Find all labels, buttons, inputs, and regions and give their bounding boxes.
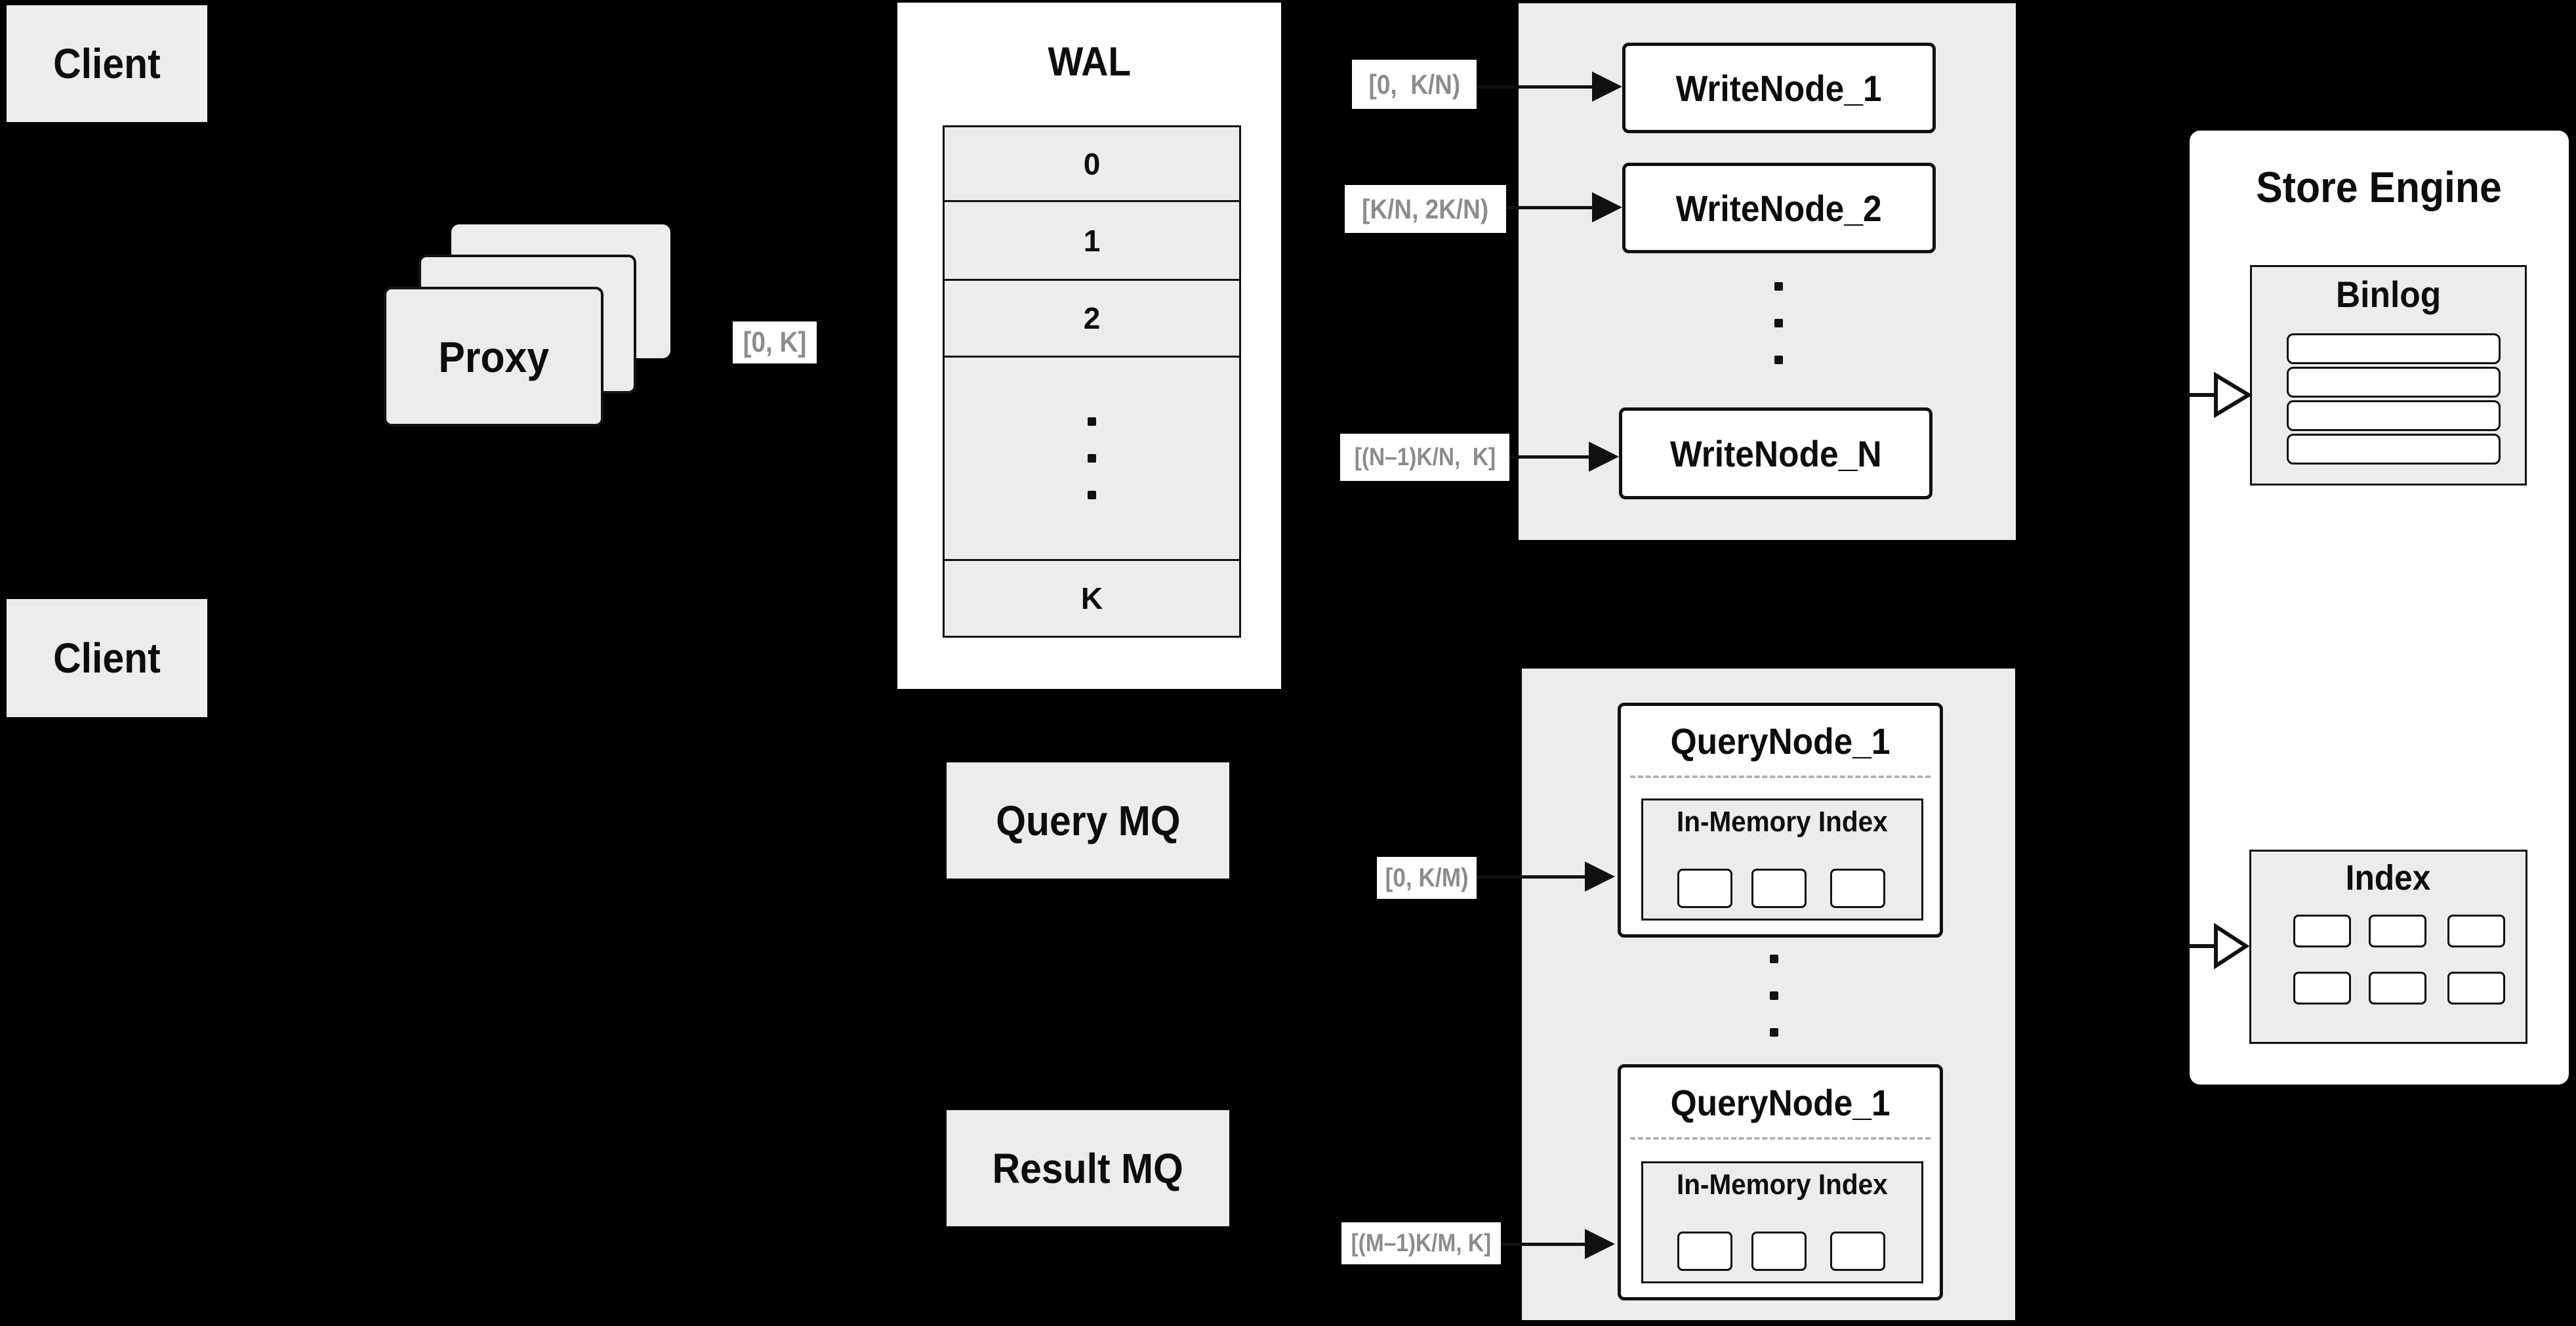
proxy-label: Proxy: [438, 332, 549, 381]
index-cell: [2369, 972, 2426, 1005]
in-memory-index-box: In-Memory Index: [1641, 1161, 1923, 1283]
client-label: Client: [53, 40, 161, 87]
segment-cell: [1830, 1232, 1885, 1271]
writenode-2-range-label: [K/N, 2K/N): [1345, 185, 1506, 233]
segment-cell: [1751, 1232, 1807, 1271]
writenode-n-range-label: [(N–1)K/N, K]: [1340, 434, 1509, 481]
in-memory-index-title-wrap: In-Memory Index: [1643, 1166, 1921, 1204]
binlog-title-wrap: Binlog: [2252, 272, 2525, 316]
binlog-slat: [2287, 400, 2501, 431]
wal-title: WAL: [1048, 39, 1131, 85]
proxy-box: Proxy: [384, 287, 603, 426]
dot-icon: [1770, 955, 1778, 963]
wal-row: 2: [945, 279, 1239, 356]
dot-icon: [1088, 491, 1096, 499]
arrow-to-querynode-2: [1501, 1243, 1588, 1246]
querynode-2-title: QueryNode_1: [1670, 1081, 1891, 1123]
binlog-slat: [2287, 333, 2501, 364]
arrow-to-index: [2187, 923, 2250, 969]
binlog-slat: [2287, 434, 2501, 465]
arrow-to-writenode-1: [1477, 85, 1595, 89]
dot-icon: [1774, 282, 1783, 291]
arrowhead-icon: [1592, 72, 1622, 102]
querynode-ellipsis-dots: [1770, 955, 1778, 1037]
querynode-title-wrap: QueryNode_1: [1621, 715, 1940, 766]
dot-icon: [1774, 319, 1783, 327]
wal-row: 0: [1083, 146, 1101, 181]
dot-icon: [1088, 417, 1096, 426]
dashed-separator: [1630, 776, 1931, 778]
arrowhead-icon: [1592, 192, 1622, 222]
dot-icon: [1770, 1028, 1778, 1037]
writenode-ellipsis-dots: [1774, 282, 1783, 364]
writenode-n-label: WriteNode_N: [1669, 432, 1882, 474]
index-cell: [2369, 915, 2426, 947]
wal-panel: WAL 0 1 2 K: [897, 3, 1281, 689]
writenode-n-box: WriteNode_N: [1619, 407, 1932, 499]
client-box-top: Client: [7, 5, 207, 122]
index-cell: [2293, 972, 2351, 1005]
querynode-panel: QueryNode_1 In-Memory Index QueryNode_1: [1522, 669, 2015, 1320]
index-title: Index: [2346, 858, 2431, 898]
writenode-2-box: WriteNode_2: [1622, 163, 1936, 253]
querynode-1-range-label: [0, K/M): [1377, 857, 1477, 899]
store-engine-title: Store Engine: [2256, 163, 2503, 211]
index-cell: [2447, 972, 2505, 1005]
query-mq-label: Query MQ: [995, 797, 1181, 844]
writenode-1-box: WriteNode_1: [1622, 43, 1936, 133]
index-box: Index: [2249, 850, 2527, 1044]
segment-cell: [1751, 869, 1807, 908]
querynode-1-title: QueryNode_1: [1670, 720, 1891, 762]
in-memory-index-title: In-Memory Index: [1677, 806, 1888, 838]
wal-table: 0 1 2 K: [943, 125, 1241, 638]
arrow-to-writenode-n: [1509, 455, 1591, 459]
in-memory-index-box: In-Memory Index: [1641, 798, 1923, 921]
in-memory-index-title-wrap: In-Memory Index: [1643, 803, 1921, 841]
writenode-2-label: WriteNode_2: [1676, 187, 1882, 229]
arrowhead-icon: [1585, 861, 1615, 892]
index-cell: [2293, 915, 2351, 947]
result-mq-label: Result MQ: [992, 1144, 1184, 1192]
arrow-to-querynode-1: [1477, 875, 1588, 879]
querynode-1-box: QueryNode_1 In-Memory Index: [1618, 703, 1943, 938]
segment-cell: [1677, 869, 1732, 908]
binlog-slat: [2287, 367, 2501, 398]
proxy-range-label: [0, K]: [733, 321, 817, 363]
store-engine-title-wrap: Store Engine: [2190, 158, 2569, 216]
wal-row: K: [945, 559, 1239, 635]
wal-row-ellipsis: [945, 356, 1239, 559]
arrow-to-writenode-2: [1506, 206, 1595, 209]
querynode-title-wrap: QueryNode_1: [1621, 1077, 1940, 1128]
querynode-2-box: QueryNode_1 In-Memory Index: [1618, 1064, 1943, 1300]
binlog-title: Binlog: [2335, 273, 2442, 315]
segment-cell: [1677, 1232, 1732, 1271]
querynode-2-range-label: [(M–1)K/M, K]: [1341, 1222, 1501, 1264]
writenode-1-range-label: [0, K/N): [1352, 60, 1477, 109]
store-engine-panel: Store Engine Binlog Index: [2190, 131, 2569, 1085]
index-cell: [2447, 915, 2505, 947]
query-mq-box: Query MQ: [947, 762, 1229, 879]
wal-title-wrap: WAL: [897, 35, 1281, 88]
index-title-wrap: Index: [2251, 857, 2525, 899]
wal-row: 1: [945, 200, 1239, 279]
arrowhead-icon: [1589, 442, 1619, 472]
wal-ellipsis-dots: [1088, 417, 1096, 499]
dot-icon: [1774, 356, 1783, 364]
arrow-to-binlog: [2187, 372, 2253, 418]
in-memory-index-title: In-Memory Index: [1677, 1169, 1888, 1201]
result-mq-box: Result MQ: [947, 1110, 1229, 1226]
client-label: Client: [53, 634, 161, 682]
writenode-panel: WriteNode_1 WriteNode_2 WriteNode_N: [1519, 3, 2016, 540]
writenode-1-label: WriteNode_1: [1676, 67, 1882, 109]
dashed-separator: [1630, 1137, 1931, 1140]
arrowhead-icon: [1585, 1229, 1615, 1259]
binlog-box: Binlog: [2250, 265, 2527, 486]
segment-cell: [1830, 869, 1885, 908]
client-box-bottom: Client: [7, 599, 207, 717]
dot-icon: [1770, 991, 1778, 1000]
dot-icon: [1088, 454, 1096, 463]
